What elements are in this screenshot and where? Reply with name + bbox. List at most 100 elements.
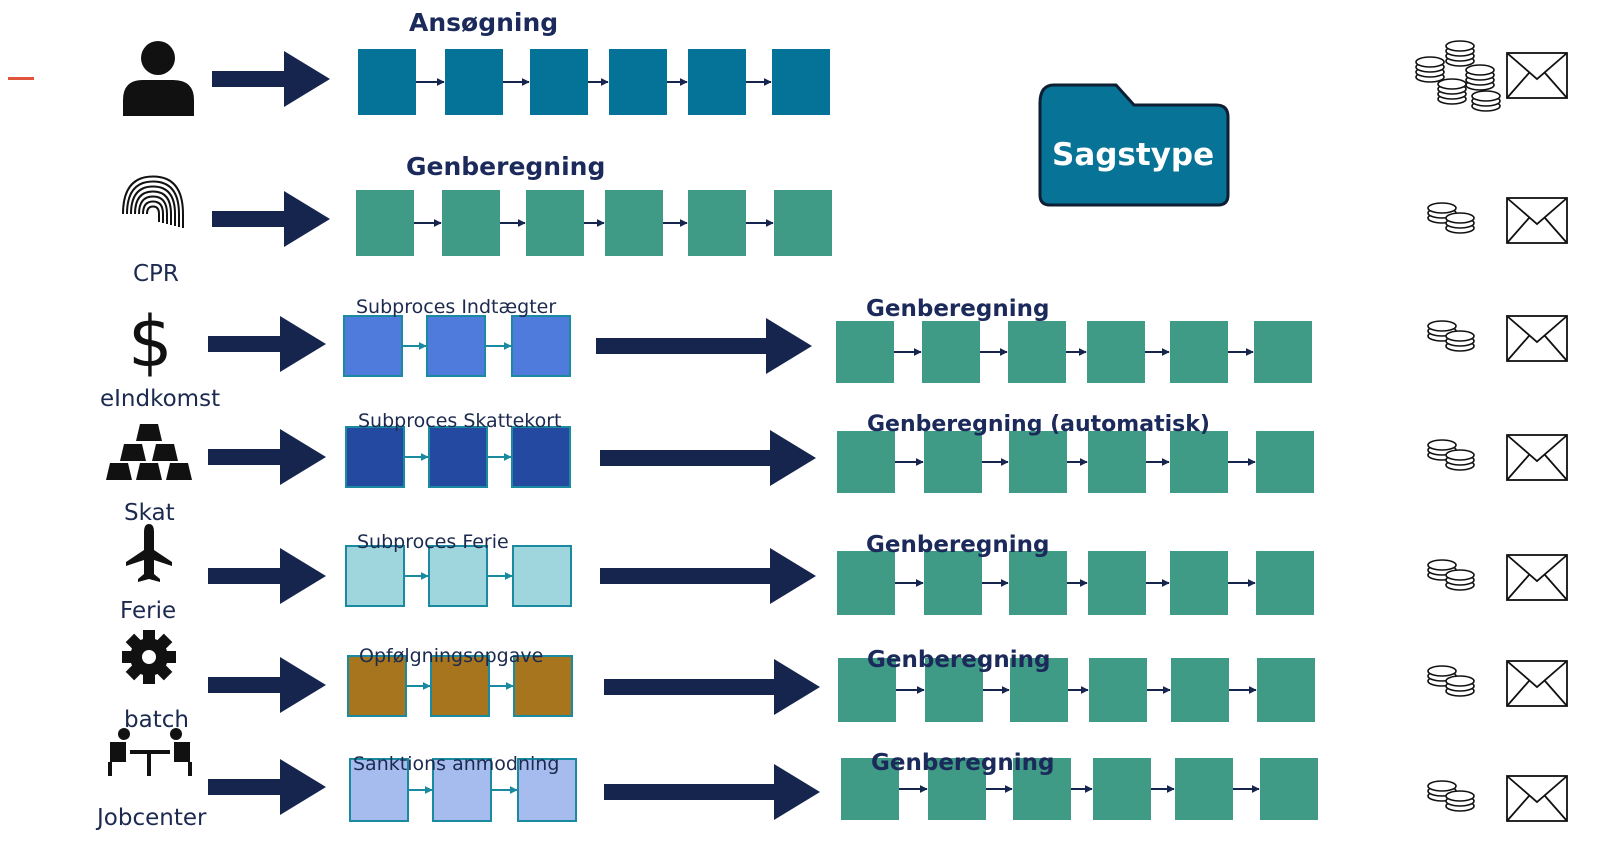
row-6-result-title: Genberegning (867, 647, 1051, 673)
coin-pile-d (1437, 78, 1467, 105)
row-2-step-2 (442, 190, 500, 256)
row-3-subprocess-step-3 (511, 315, 571, 377)
row-2-step-3 (526, 190, 584, 256)
row-7-result-step-5 (1175, 758, 1233, 820)
row-6-handoff-arrow (604, 659, 820, 715)
row-1-step-6 (772, 49, 830, 115)
row-7-source-label: Jobcenter (97, 805, 207, 831)
row-5-coins-icon-stack-2 (1445, 569, 1475, 591)
row-4-result-step-4 (1088, 431, 1146, 493)
row-6-result-step-5 (1171, 658, 1229, 722)
icons: $ (106, 40, 1568, 822)
meeting-icon (108, 728, 192, 776)
process-steps (343, 49, 1318, 822)
row-3-subprocess-step-2 (426, 315, 486, 377)
row-3-envelope-icon (1506, 315, 1568, 362)
row-6-result-step-4 (1089, 658, 1147, 722)
row-4-result-step-5 (1170, 431, 1228, 493)
row-3-result-step-3 (1008, 321, 1066, 383)
row-7-envelope-icon (1506, 775, 1568, 822)
row-5-result-step-4 (1088, 551, 1146, 615)
row-6-source-label: batch (124, 707, 189, 733)
row-2-step-6 (774, 190, 832, 256)
row-6-subprocess-step-1 (347, 655, 407, 717)
row-5-subprocess-step-1 (345, 545, 405, 607)
row-4-envelope-icon (1506, 434, 1568, 481)
row-4-result-step-3 (1009, 431, 1067, 493)
row-6-result-step-2 (925, 658, 983, 722)
row-4-source-label: Skat (124, 500, 175, 526)
row-2-envelope-icon (1506, 197, 1568, 244)
row-5-result-step-3 (1009, 551, 1067, 615)
row-7-subprocess-step-3 (517, 758, 577, 822)
row-5-handoff-arrow (600, 548, 816, 604)
row-7-subprocess-title: Sanktions anmodning (353, 753, 560, 775)
row-6-result-step-6 (1257, 658, 1315, 722)
row-2-coins-icon-stack-2 (1445, 212, 1475, 234)
row-3-result-title: Genberegning (866, 296, 1050, 322)
row-6-envelope-icon (1506, 660, 1568, 707)
row-1-step-2 (445, 49, 503, 115)
row-5-result-step-1 (837, 551, 895, 615)
row-3-result-step-1 (836, 321, 894, 383)
row-2-process-title: Genberegning (406, 152, 606, 181)
row-4-coins-icon (1427, 439, 1475, 471)
folder-label: Sagstype (1052, 137, 1215, 173)
row-7-handoff-arrow (604, 764, 820, 820)
row-6-result-step-1 (838, 658, 896, 722)
row-3-subprocess-title: Subproces Indtægter (356, 296, 557, 318)
row-1-envelope-icon (1506, 52, 1568, 99)
row-2-step-5 (688, 190, 746, 256)
flow-arrows (208, 51, 1260, 820)
row-6-coins-icon (1427, 665, 1475, 697)
row-7-result-step-6 (1260, 758, 1318, 820)
row-4-result-step-6 (1256, 431, 1314, 493)
row-1-step-3 (530, 49, 588, 115)
row-5-result-title: Genberegning (866, 532, 1050, 558)
row-1-step-5 (688, 49, 746, 115)
row-3-source-arrow (208, 316, 326, 372)
airplane-icon (126, 524, 172, 582)
row-7-result-title: Genberegning (871, 750, 1055, 776)
dollar-icon: $ (128, 301, 173, 383)
row-4-result-step-1 (837, 431, 895, 493)
row-3-result-step-4 (1087, 321, 1145, 383)
row-6-subprocess-title: Opfølgningsopgave (359, 645, 544, 667)
row-5-result-step-5 (1170, 551, 1228, 615)
row-5-source-label: Ferie (120, 598, 177, 624)
row-4-subprocess-step-1 (345, 426, 405, 488)
coin-pile-c (1465, 64, 1495, 91)
gear-icon (122, 630, 176, 684)
row-2-coins-icon (1427, 202, 1475, 234)
row-7-subprocess-step-1 (349, 758, 409, 822)
row-1-step-4 (609, 49, 667, 115)
row-2-step-4 (605, 190, 663, 256)
row-5-envelope-icon (1506, 554, 1568, 601)
row-6-result-step-3 (1010, 658, 1068, 722)
fingerprint-icon (122, 175, 184, 228)
row-2-source-arrow (212, 191, 330, 247)
row-3-result-step-5 (1170, 321, 1228, 383)
gold-bars-icon (106, 424, 192, 480)
row-1-step-1 (358, 49, 416, 115)
svg-text:$: $ (128, 301, 173, 383)
row-3-coins-icon-stack-2 (1445, 330, 1475, 352)
row-7-result-step-1 (841, 758, 899, 820)
row-7-source-arrow (208, 759, 326, 815)
person-icon (123, 41, 194, 116)
row-1-process-title: Ansøgning (409, 8, 559, 37)
row-4-handoff-arrow (600, 430, 816, 486)
row-4-source-arrow (208, 429, 326, 485)
row-4-subprocess-title: Subproces Skattekort (358, 410, 562, 432)
row-4-coins-icon-stack-2 (1445, 449, 1475, 471)
row-5-source-arrow (208, 548, 326, 604)
row-6-source-arrow (208, 657, 326, 713)
row-5-subprocess-step-2 (428, 545, 488, 607)
row-6-subprocess-step-2 (430, 655, 490, 717)
row-5-subprocess-step-3 (512, 545, 572, 607)
row-7-coins-icon-stack-2 (1445, 790, 1475, 812)
row-7-subprocess-step-2 (432, 758, 492, 822)
row-2-source-label: CPR (133, 261, 179, 287)
